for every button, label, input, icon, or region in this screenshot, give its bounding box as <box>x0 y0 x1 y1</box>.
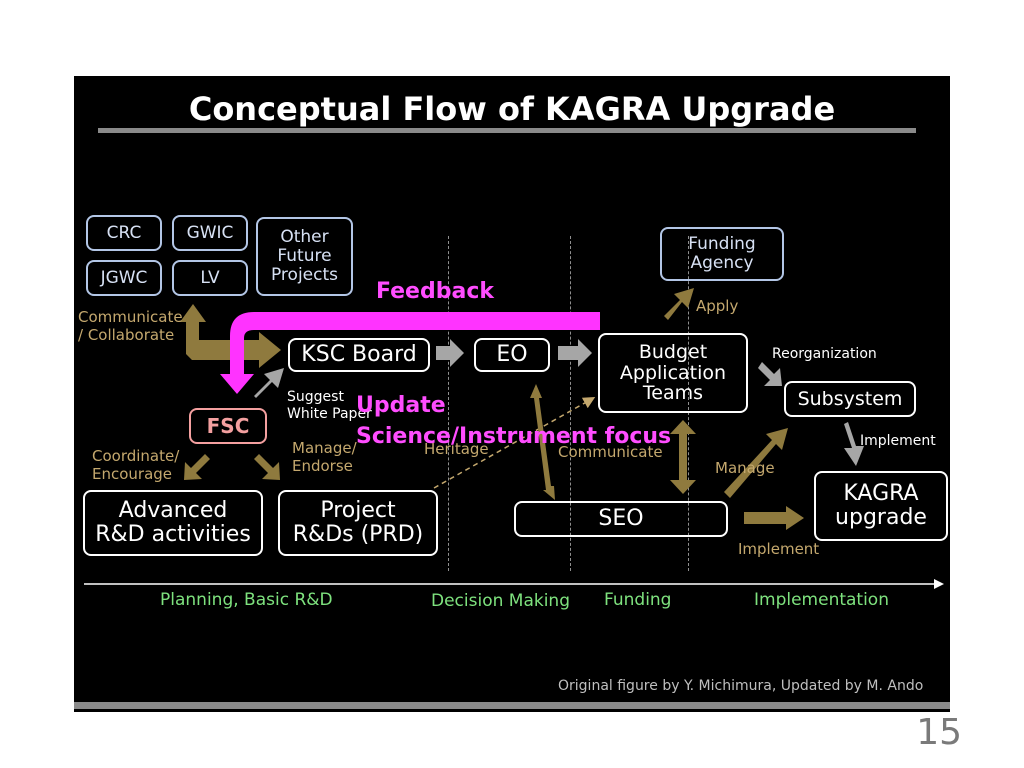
manage-arrow <box>724 428 788 498</box>
phase-implementation: Implementation <box>754 590 889 610</box>
figure-credit: Original figure by Y. Michimura, Updated… <box>558 678 924 694</box>
phase-decision-making: Decision Making <box>431 591 570 611</box>
phase-funding: Funding <box>604 590 672 610</box>
feedback-arrow <box>220 312 600 394</box>
box-other-future-projects: Other Future Projects <box>256 217 353 296</box>
phase-divider-3 <box>688 236 689 571</box>
box-ksc-board: KSC Board <box>288 338 430 372</box>
suggest-arrow <box>254 368 284 398</box>
label-manage: Manage <box>715 459 775 477</box>
annotation-update: Update <box>356 393 446 418</box>
box-eo: EO <box>474 338 550 372</box>
box-gwic: GWIC <box>172 215 248 251</box>
slide-title: Conceptual Flow of KAGRA Upgrade <box>188 90 836 128</box>
box-seo: SEO <box>514 501 728 537</box>
label-communicate: Communicate <box>558 443 663 461</box>
heritage-line <box>433 397 596 489</box>
title-rule <box>98 128 916 133</box>
phase-divider-2 <box>570 236 571 571</box>
diagram-arrows <box>84 288 944 589</box>
box-kagra-upgrade: KAGRA upgrade <box>814 471 948 541</box>
annotation-science-focus: Science/Instrument focus <box>356 424 672 449</box>
box-project-rds: Project R&Ds (PRD) <box>278 490 438 556</box>
label-apply: Apply <box>696 297 739 315</box>
box-budget-application-teams: Budget Application Teams <box>598 333 748 413</box>
box-crc: CRC <box>86 215 162 251</box>
label-implement-subsystem: Implement <box>860 433 936 449</box>
manage-endorse-arrow <box>254 454 280 480</box>
box-fsc: FSC <box>189 408 267 444</box>
label-reorganization: Reorganization <box>772 346 877 362</box>
label-suggest-white-paper: Suggest White Paper <box>287 389 372 422</box>
box-subsystem: Subsystem <box>784 381 916 417</box>
reorganization-arrow <box>758 362 782 386</box>
budget-seo-arrow <box>670 420 696 494</box>
slide: Conceptual Flow of KAGRA Upgrade <box>74 76 950 712</box>
box-jgwc: JGWC <box>86 260 162 296</box>
implement-arrow-2 <box>744 506 804 530</box>
label-coordinate-encourage: Coordinate/ Encourage <box>92 447 180 483</box>
page-number: 15 <box>916 712 962 753</box>
annotation-feedback: Feedback <box>376 279 494 304</box>
label-manage-endorse: Manage/ Endorse <box>292 439 357 475</box>
eo-seo-arrow <box>530 384 555 500</box>
box-lv: LV <box>172 260 248 296</box>
apply-arrow <box>664 288 694 320</box>
eo-budget-arrow <box>558 339 592 367</box>
bottom-rule <box>74 702 950 709</box>
ksc-eo-arrow <box>436 339 464 367</box>
coordinate-arrow <box>184 454 210 480</box>
phase-planning: Planning, Basic R&D <box>160 590 333 610</box>
implement-arrow-1 <box>844 422 864 466</box>
label-communicate-collaborate: Communicate / Collaborate <box>78 308 183 344</box>
box-funding-agency: Funding Agency <box>660 227 784 281</box>
label-implement-seo: Implement <box>738 540 820 558</box>
phase-divider-1 <box>448 236 449 571</box>
label-heritage: Heritage <box>424 440 489 458</box>
box-advanced-rd-activities: Advanced R&D activities <box>83 490 263 556</box>
